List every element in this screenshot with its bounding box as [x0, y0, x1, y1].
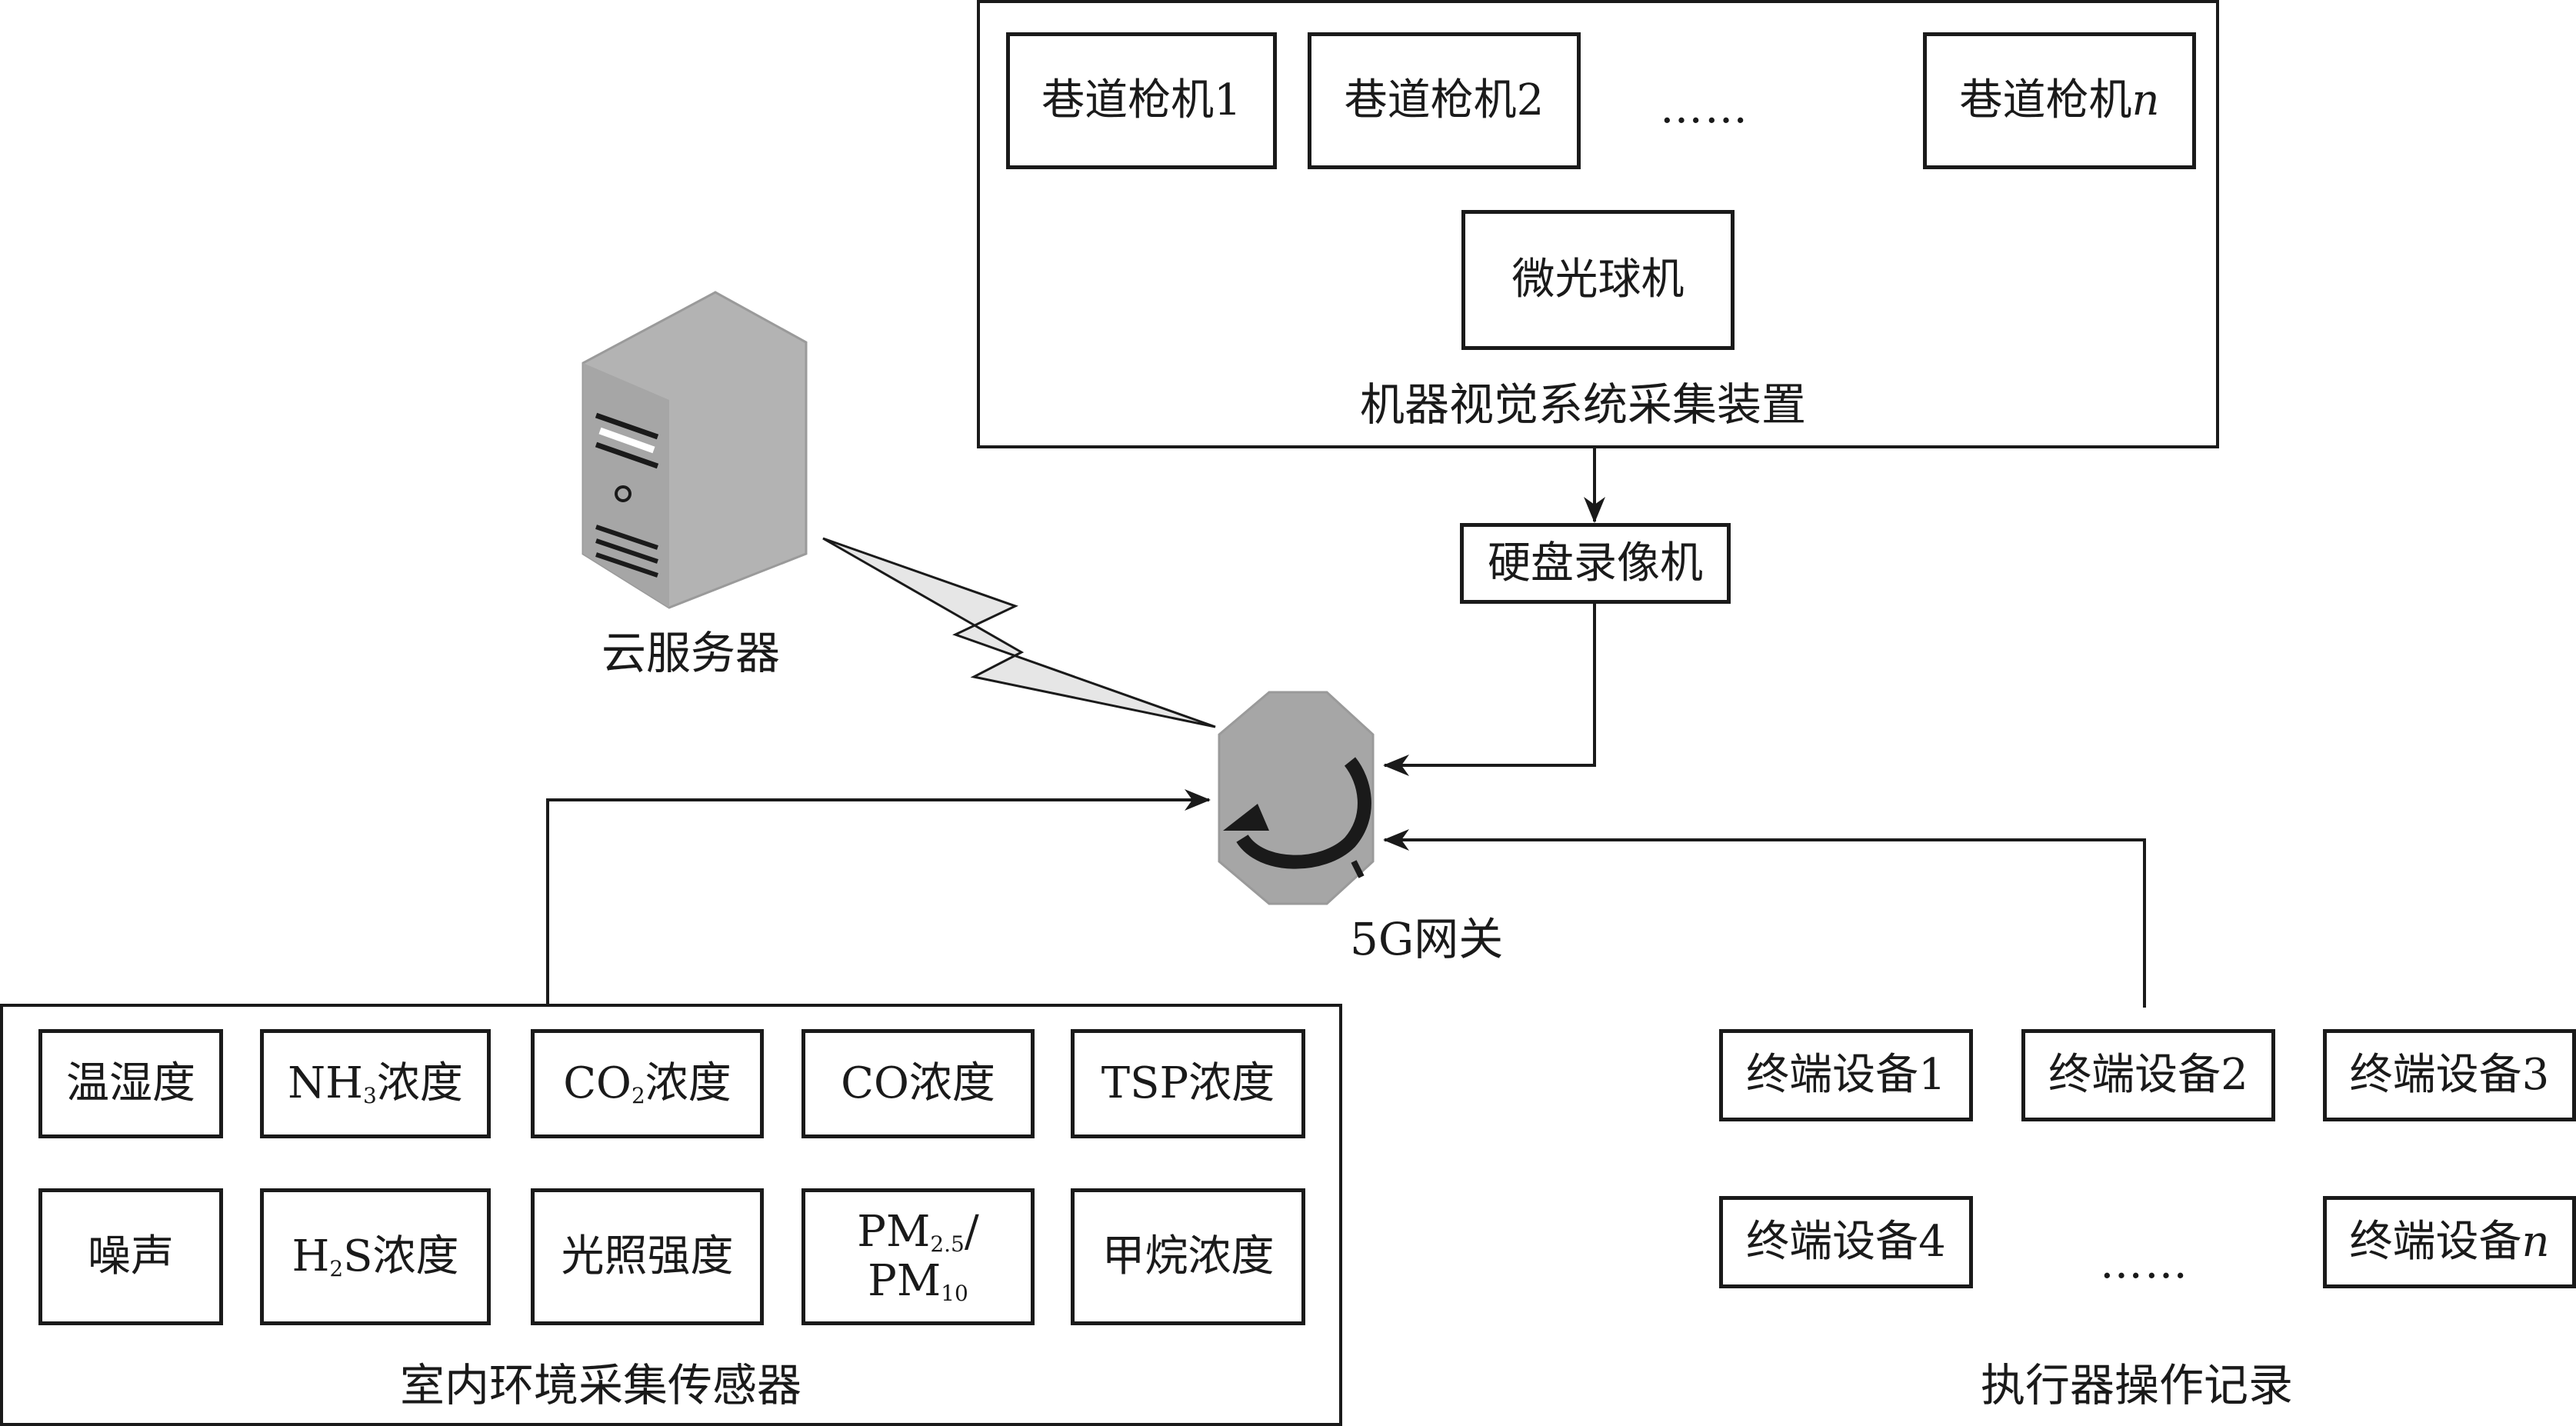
sensor-group-label: 室内环境采集传感器 [400, 1359, 802, 1411]
sensor-group [0, 1004, 1342, 1426]
device-ellipsis: …… [2100, 1238, 2189, 1288]
gateway-icon [1218, 691, 1375, 905]
terminal-device-3: 终端设备3 [2323, 1029, 2576, 1121]
gateway-label: 5G网关 [1350, 913, 1504, 965]
machine-vision-label: 机器视觉系统采集装置 [1360, 378, 1807, 431]
server-icon [582, 291, 808, 609]
sensor-light: 光照强度 [531, 1188, 764, 1325]
sensor-nh3: NH3浓度 [260, 1029, 491, 1138]
actuator-group-label: 执行器操作记录 [1981, 1359, 2294, 1411]
terminal-device-2: 终端设备2 [2021, 1029, 2275, 1121]
sensor-pm: PM2.5/ PM10 [801, 1188, 1035, 1325]
cloud-server-label: 云服务器 [602, 627, 781, 679]
wireless-link-icon [822, 537, 1216, 728]
machine-vision-group [977, 0, 2219, 448]
sensor-methane: 甲烷浓度 [1071, 1188, 1305, 1325]
low-light-dome-camera: 微光球机 [1461, 210, 1735, 350]
roadway-camera-1: 巷道枪机1 [1006, 32, 1277, 169]
sensor-co2: CO2浓度 [531, 1029, 764, 1138]
sensor-tsp: TSP浓度 [1071, 1029, 1305, 1138]
roadway-camera-2: 巷道枪机2 [1308, 32, 1581, 169]
terminal-device-1: 终端设备1 [1719, 1029, 1973, 1121]
sensor-co: CO浓度 [801, 1029, 1035, 1138]
nvr-box: 硬盘录像机 [1460, 523, 1731, 604]
sensor-temp-humidity: 温湿度 [38, 1029, 223, 1138]
sensor-h2s: H2S浓度 [260, 1188, 491, 1325]
terminal-device-4: 终端设备4 [1719, 1196, 1973, 1288]
sensor-noise: 噪声 [38, 1188, 223, 1325]
camera-ellipsis: …… [1660, 83, 1749, 133]
